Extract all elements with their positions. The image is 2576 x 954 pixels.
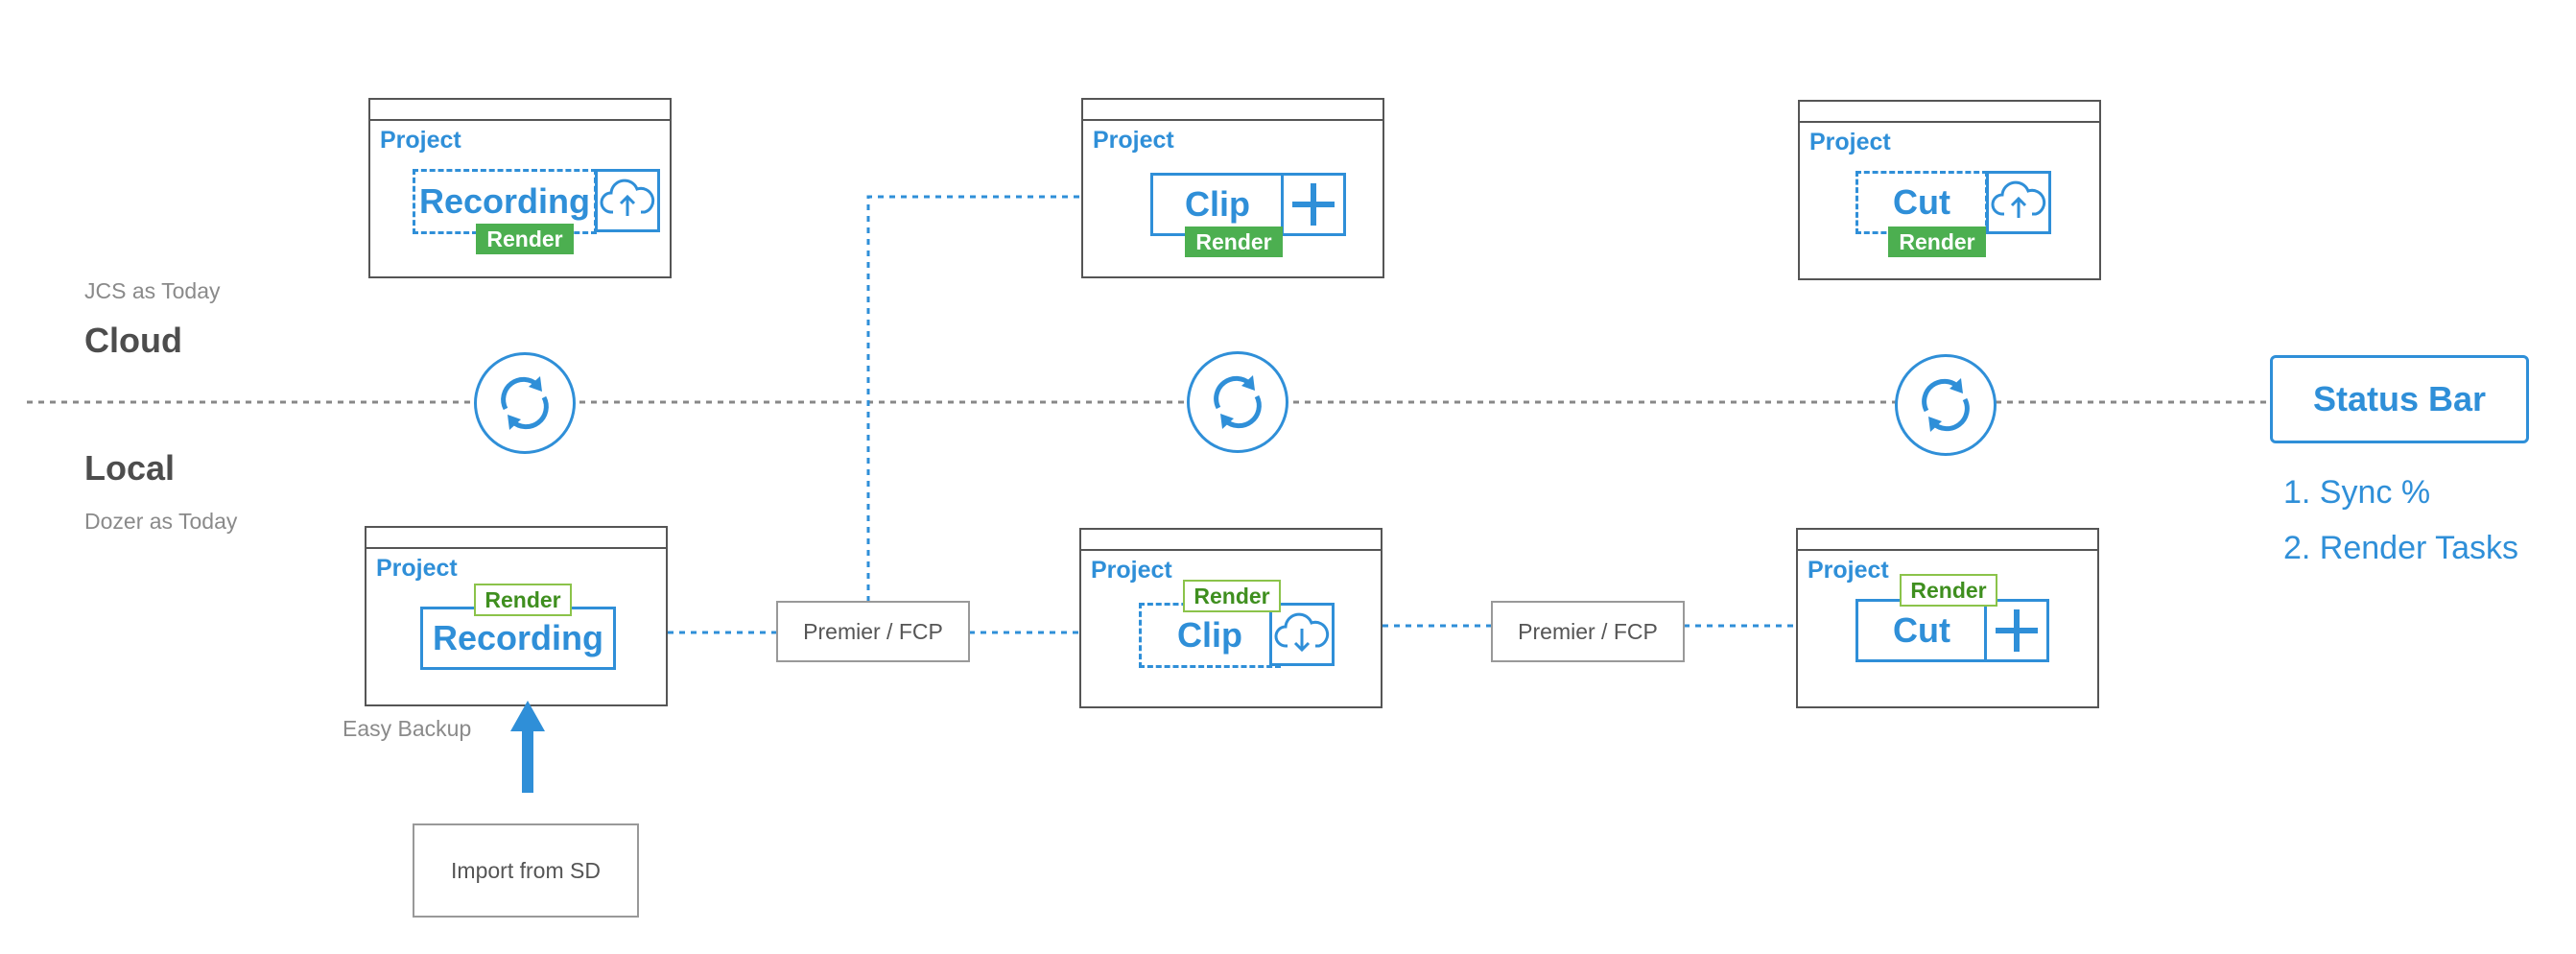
upload-button[interactable]: [595, 169, 660, 232]
project-label: Project: [1808, 557, 1889, 584]
clip-upload-connector: [866, 195, 1082, 602]
sync-icon: [1214, 375, 1262, 429]
sync-button-1[interactable]: [474, 352, 576, 454]
sync-button-3[interactable]: [1895, 354, 1997, 456]
add-button[interactable]: [1984, 599, 2049, 662]
upload-button[interactable]: [1986, 171, 2051, 234]
local-project-cut: Project Cut Render: [1796, 528, 2099, 708]
easy-backup-label: Easy Backup: [343, 716, 472, 741]
cloud-download-icon: [1274, 612, 1330, 653]
cloud-subtitle: JCS as Today: [84, 278, 221, 303]
local-project-clip: Project Clip Render: [1079, 528, 1383, 708]
download-button[interactable]: [1269, 603, 1335, 666]
premier-fcp-box-2: Premier / FCP: [1491, 601, 1685, 662]
sync-button-2[interactable]: [1187, 351, 1288, 453]
plus-icon: [1292, 183, 1335, 226]
project-label: Project: [1809, 129, 1891, 155]
render-badge: Render: [1185, 227, 1283, 257]
import-from-sd-box[interactable]: Import from SD: [413, 823, 639, 918]
window-titlebar: [1081, 530, 1381, 551]
render-badge: Render: [474, 584, 572, 616]
project-label: Project: [380, 127, 461, 154]
sync-icon: [1922, 378, 1970, 432]
render-badge: Render: [1900, 574, 1997, 607]
project-label: Project: [376, 555, 458, 582]
local-subtitle: Dozer as Today: [84, 509, 238, 534]
premier-fcp-box-1: Premier / FCP: [776, 601, 970, 662]
plus-icon: [1996, 609, 2038, 652]
render-badge: Render: [1183, 580, 1281, 612]
window-titlebar: [1798, 530, 2097, 551]
status-item-sync: 1. Sync %: [2283, 474, 2431, 511]
window-titlebar: [1083, 100, 1383, 121]
project-label: Project: [1093, 127, 1174, 154]
window-titlebar: [366, 528, 666, 549]
cloud-project-recording: Project Recording Render: [368, 98, 672, 278]
cloud-project-cut: Project Cut Render: [1798, 100, 2101, 280]
window-titlebar: [370, 100, 670, 121]
status-item-render-tasks: 2. Render Tasks: [2283, 530, 2519, 566]
render-badge: Render: [476, 224, 574, 254]
local-project-recording: Project Recording Render: [365, 526, 668, 706]
render-badge: Render: [1888, 227, 1986, 257]
window-titlebar: [1800, 102, 2099, 123]
sync-icon: [501, 376, 549, 430]
local-title: Local: [84, 448, 176, 488]
cloud-upload-icon: [600, 179, 655, 216]
project-label: Project: [1091, 557, 1172, 584]
cloud-title: Cloud: [84, 321, 182, 360]
cloud-upload-icon: [1991, 180, 2046, 218]
status-bar-box[interactable]: Status Bar: [2270, 355, 2529, 443]
cloud-project-clip: Project Clip Render: [1081, 98, 1384, 278]
add-button[interactable]: [1281, 173, 1346, 236]
